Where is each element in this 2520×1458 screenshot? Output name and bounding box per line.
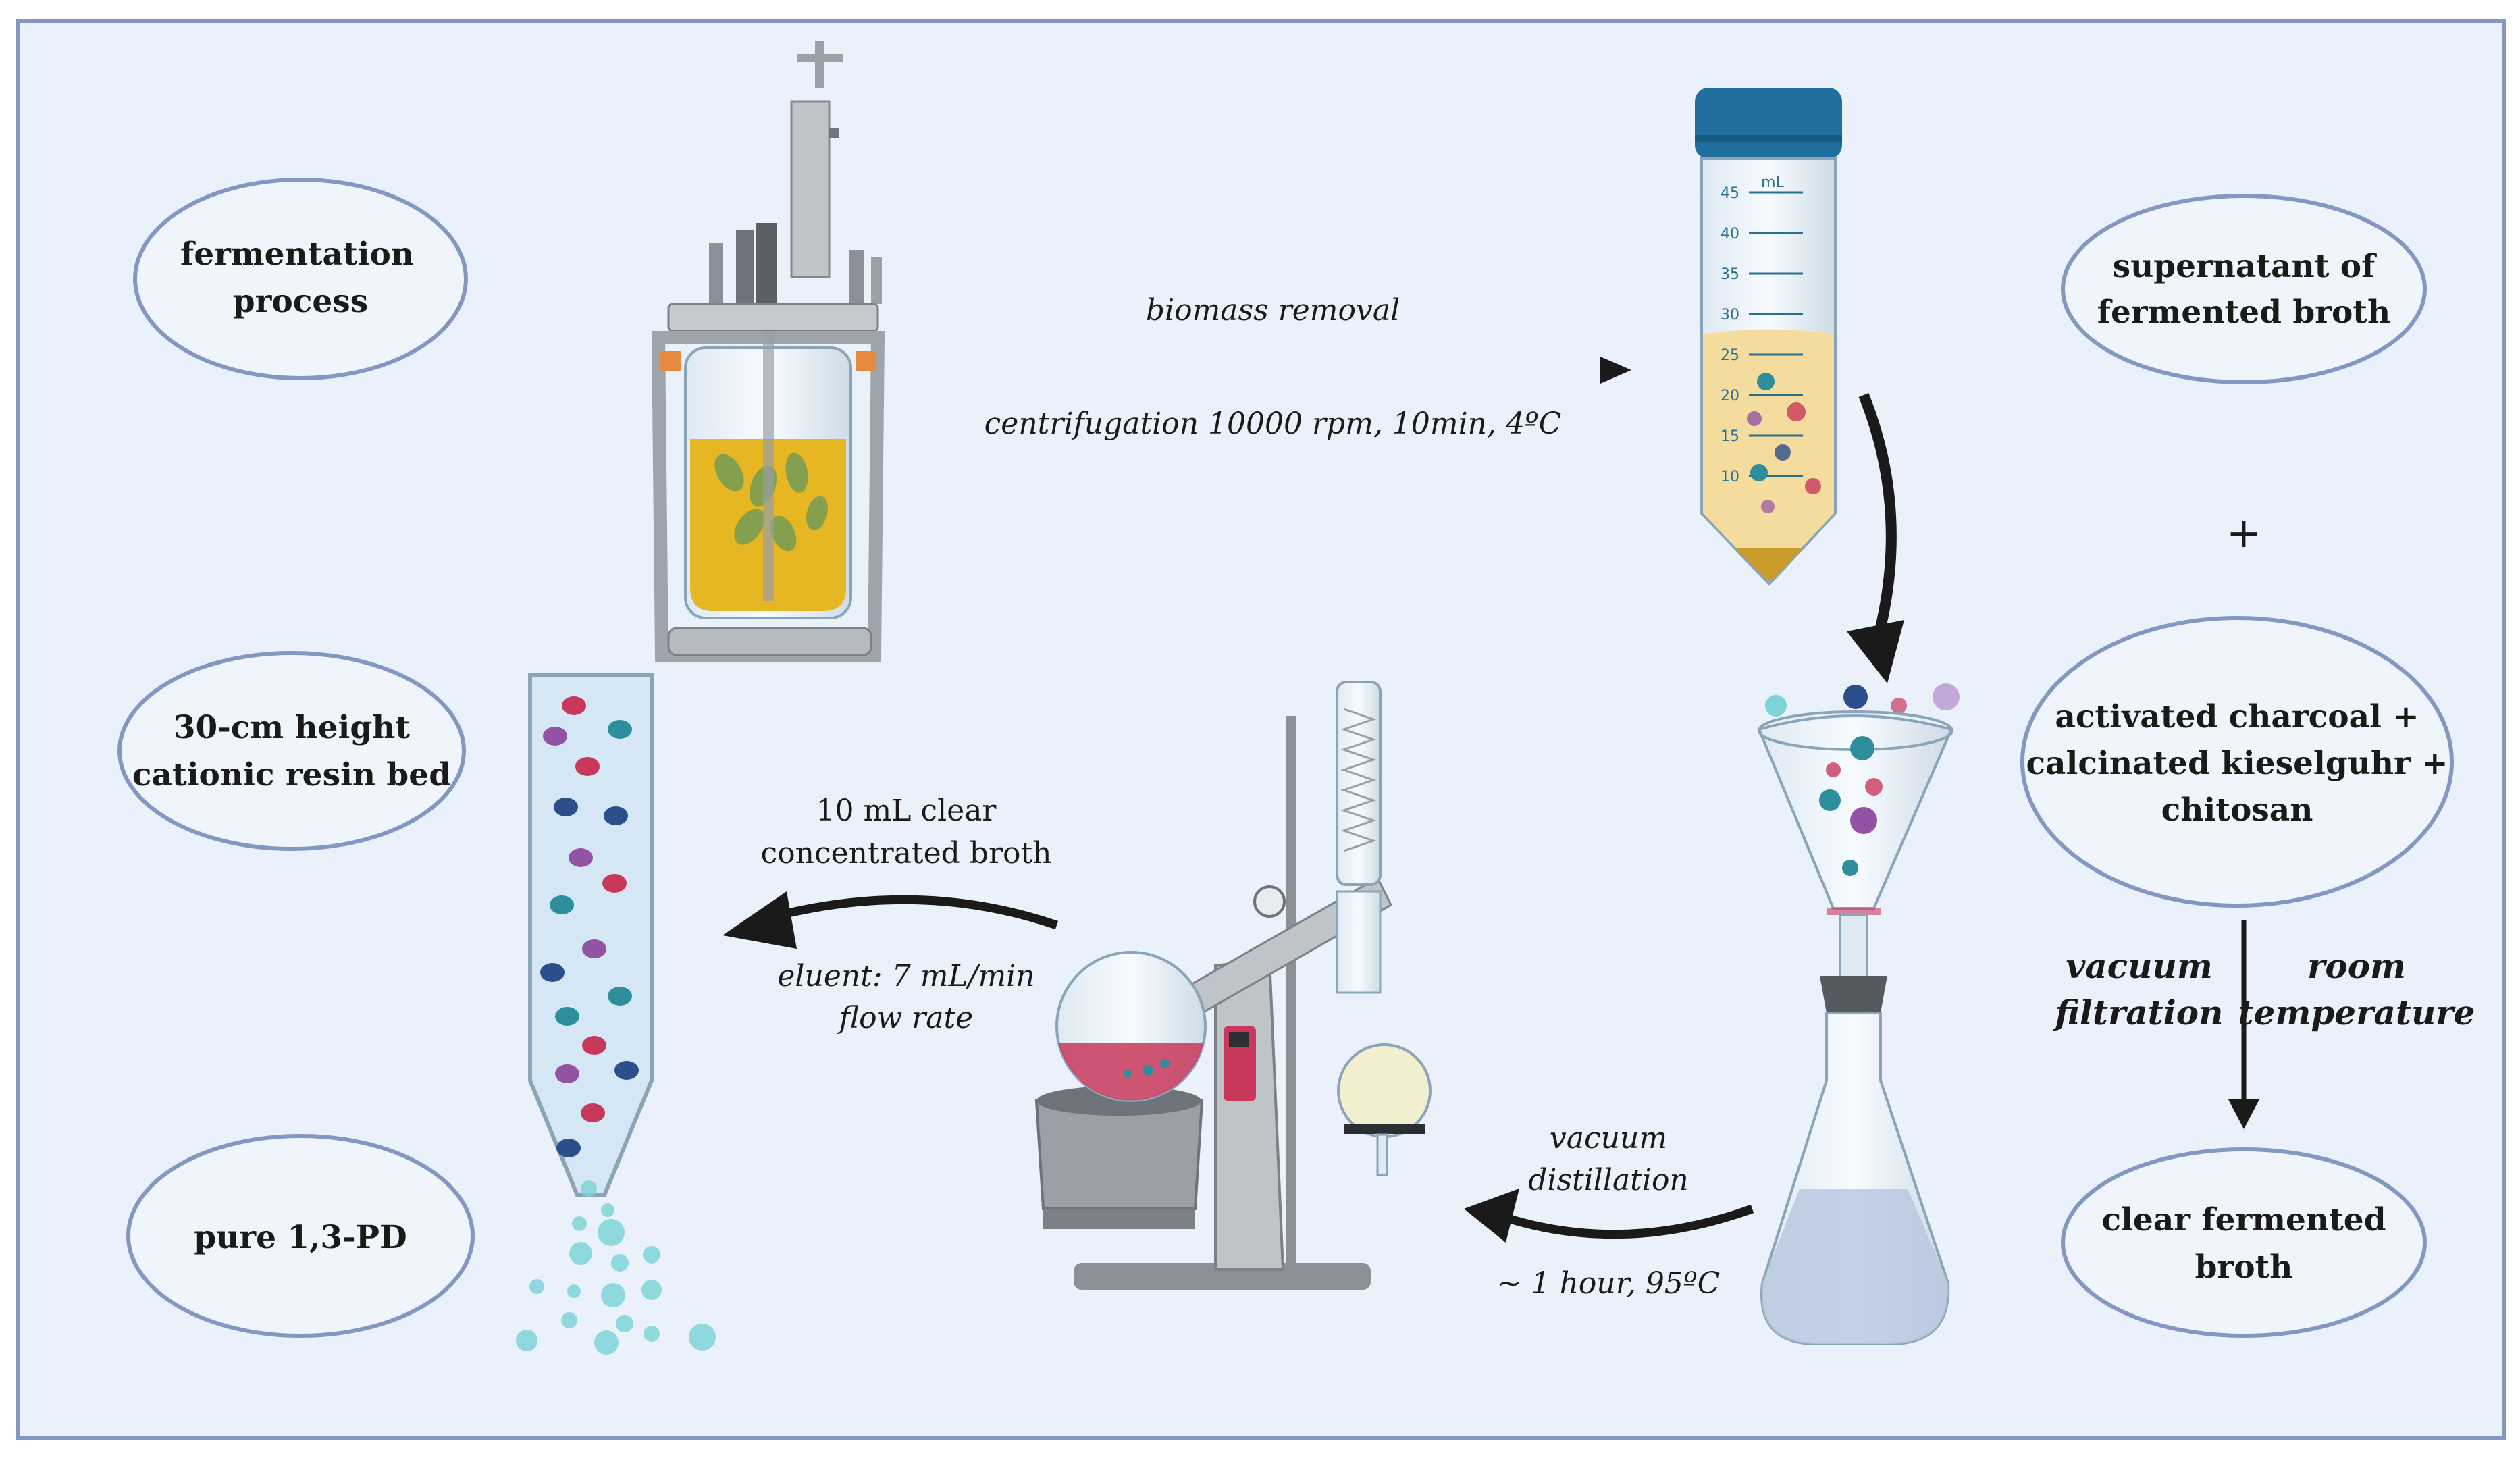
droplet [529, 1279, 544, 1294]
tube-tick-label: 35 [1721, 266, 1739, 283]
resin-bead [540, 963, 565, 982]
caption-vacuum-distillation-1: vacuum [1550, 1121, 1667, 1155]
tube-ticks: 45 40 35 30 25 20 15 10 [1721, 185, 1803, 486]
bioreactor-icon [651, 41, 885, 662]
additives-line-2: calcinated kieselguhr + [2026, 745, 2448, 782]
arrow-tube-to-funnel-head [1847, 620, 1904, 683]
resin-bead [581, 1103, 605, 1122]
caption-eluent-1: eluent: 7 mL/min [777, 959, 1034, 993]
eluate-droplets [516, 1180, 716, 1355]
label-resin-bed: 30-cm height cationic resin bed [117, 651, 466, 851]
droplet [601, 1283, 625, 1307]
caption-vacuum: vacuum [2066, 946, 2213, 986]
supernatant-line-1: supernatant of [2113, 248, 2378, 285]
droplet [516, 1330, 537, 1351]
tube-tick-label: 25 [1721, 347, 1739, 364]
additives-line-3: chitosan [2161, 791, 2313, 829]
centrifuge-tube-icon: mL 45 40 35 30 25 20 15 10 [1695, 88, 1842, 586]
droplet [643, 1246, 660, 1264]
label-clear-broth: clear fermented broth [2061, 1147, 2427, 1338]
caption-room: room [2307, 946, 2406, 986]
additives-line-1: activated charcoal + [2055, 698, 2419, 735]
rotary-evaporator-icon [1034, 681, 1432, 1290]
droplet [601, 1203, 614, 1217]
caption-centrifugation: centrifugation 10000 rpm, 10min, 4ºC [985, 407, 1562, 441]
resin-bead [575, 757, 600, 776]
resin-bed-line-1: 30-cm height [174, 709, 411, 746]
droplet [581, 1180, 597, 1197]
droplet [561, 1312, 577, 1328]
resin-bead [554, 798, 578, 816]
resin-beads [540, 696, 639, 1157]
resin-bead [608, 987, 632, 1006]
caption-temperature: temperature [2238, 993, 2475, 1033]
caption-biomass-removal: biomass removal [1146, 293, 1400, 328]
droplet [594, 1330, 619, 1355]
resin-bead [602, 874, 627, 893]
resin-bead [569, 848, 593, 867]
label-pure-product: pure 1,3-PD [126, 1134, 475, 1338]
resin-bed-line-2: cationic resin bed [132, 756, 451, 793]
fermentation-line-1: fermentation [180, 236, 414, 273]
resin-bead [582, 939, 606, 958]
resin-column-icon [516, 673, 716, 1355]
droplet [569, 1242, 592, 1265]
resin-bead [608, 720, 632, 739]
tube-tick-label: 30 [1721, 307, 1739, 323]
arrow-concentrated-broth [765, 895, 1059, 930]
droplet [616, 1315, 633, 1332]
resin-bead [543, 727, 567, 746]
plus-sign: + [2226, 508, 2261, 557]
supernatant-line-2: fermented broth [2097, 294, 2390, 331]
caption-concentrated-1: 10 mL clear [816, 793, 997, 828]
resin-bead [555, 1007, 579, 1026]
resin-bead [614, 1061, 639, 1080]
resin-bead [582, 1036, 606, 1055]
arrow-biomass-removal-head [1600, 357, 1631, 384]
caption-eluent-2: flow rate [837, 1001, 973, 1035]
arrow-tube-to-funnel [1858, 393, 1897, 644]
label-fermentation-process: fermentation process [133, 178, 468, 380]
droplet [611, 1254, 629, 1272]
tube-tick-label: 15 [1721, 428, 1739, 445]
resin-bead [562, 696, 586, 715]
resin-bead [550, 895, 574, 914]
caption-vacuum-distillation-2: distillation [1528, 1163, 1689, 1197]
resin-bead [555, 1064, 579, 1083]
clear-broth-line-1: clear fermented [2101, 1201, 2386, 1239]
droplet [598, 1219, 625, 1246]
tube-tick-label: 45 [1721, 185, 1739, 202]
tube-unit: mL [1761, 174, 1784, 191]
arrow-concentrated-broth-head [723, 891, 797, 949]
arrow-vacuum-filtration-head [2228, 1099, 2259, 1129]
clear-broth-line-2: broth [2195, 1249, 2293, 1286]
droplet [567, 1284, 581, 1298]
tube-tick-label: 10 [1721, 469, 1739, 486]
caption-concentrated-2: concentrated broth [760, 836, 1051, 870]
label-additives: activated charcoal + calcinated kieselgu… [2020, 616, 2454, 908]
droplet [644, 1326, 660, 1342]
arrow-vacuum-distillation-head [1464, 1189, 1519, 1243]
label-supernatant: supernatant of fermented broth [2061, 194, 2427, 384]
fermentation-line-2: process [233, 283, 368, 320]
filtration-funnel-flask-icon [1757, 683, 1960, 1345]
pure-product-text: pure 1,3-PD [194, 1219, 406, 1256]
droplet [641, 1280, 662, 1300]
droplet [689, 1324, 716, 1351]
caption-filtration: filtration [2053, 993, 2224, 1033]
caption-distillation-conditions: ~ 1 hour, 95ºC [1497, 1266, 1721, 1301]
tube-tick-label: 20 [1721, 388, 1739, 405]
tube-tick-label: 40 [1721, 226, 1739, 242]
droplet [572, 1216, 587, 1231]
resin-bead [604, 806, 628, 825]
arrow-vacuum-distillation [1497, 1204, 1754, 1239]
resin-bead [556, 1139, 581, 1157]
